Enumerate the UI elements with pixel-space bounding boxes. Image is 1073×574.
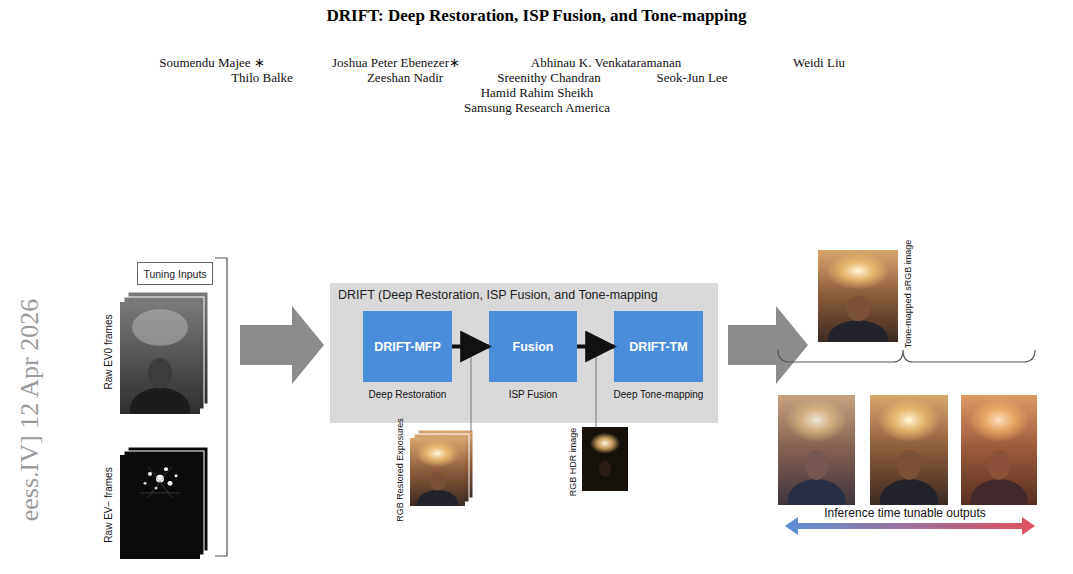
pipeline-group: DRIFT (Deep Restoration, ISP Fusion, and… xyxy=(330,283,718,423)
image-label: RGB HDR image xyxy=(568,428,578,497)
flow-arrow xyxy=(240,306,324,384)
raw-frame xyxy=(120,302,200,432)
leader-line xyxy=(471,346,472,432)
flow-connector xyxy=(452,345,489,349)
hdr-image xyxy=(582,427,628,491)
image-label: Raw EV− frames xyxy=(103,467,114,542)
restored-image xyxy=(410,438,465,517)
process-box: DRIFT-TMDeep Tone-mapping xyxy=(614,311,703,382)
node-caption: Deep Restoration xyxy=(369,389,447,400)
image-label: RGB Restored Exposures xyxy=(395,418,405,522)
flow-arrow xyxy=(728,306,808,384)
node-label: Tuning Inputs xyxy=(143,268,206,280)
author-name: Soumendu Majee ∗ xyxy=(159,55,265,71)
flow-connector xyxy=(577,345,614,349)
tuned-image xyxy=(870,395,948,523)
leader-line xyxy=(596,346,597,427)
paper-title: DRIFT: Deep Restoration, ISP Fusion, and… xyxy=(0,6,1073,26)
author-name: Abhinau K. Venkataramanan xyxy=(531,55,681,71)
author-name: Weidi Liu xyxy=(793,55,845,71)
input-bracket xyxy=(215,258,227,556)
author-name: Thilo Balke xyxy=(231,70,293,86)
process-box: FusionISP Fusion xyxy=(489,311,577,382)
author-name: Zeeshan Nadir xyxy=(367,70,443,86)
author-name: Joshua Peter Ebenezer∗ xyxy=(332,55,460,71)
axis-label: Inference time tunable outputs xyxy=(824,506,985,520)
node-caption: ISP Fusion xyxy=(509,389,558,400)
node-label: Fusion xyxy=(513,340,554,354)
node-label: DRIFT (Deep Restoration, ISP Fusion, and… xyxy=(338,288,658,302)
arxiv-watermark: eess.IV] 12 Apr 2026 xyxy=(15,299,45,521)
input-box: Tuning Inputs xyxy=(137,262,213,285)
output-image xyxy=(818,250,898,357)
affiliation: Samsung Research America xyxy=(464,100,610,116)
image-label: Tone-mapped sRGB image xyxy=(903,240,913,349)
tuned-image xyxy=(778,395,855,523)
raw-frame xyxy=(120,455,200,559)
process-box: DRIFT-MFPDeep Restoration xyxy=(363,311,452,382)
output-brace xyxy=(778,350,1035,362)
image-label: Raw EV0 frames xyxy=(103,314,114,389)
author-name: Sreenithy Chandran xyxy=(497,70,601,86)
node-label: DRIFT-MFP xyxy=(374,340,441,354)
author-name: Hamid Rahim Sheikh xyxy=(481,85,594,101)
node-label: DRIFT-TM xyxy=(629,340,687,354)
node-caption: Deep Tone-mapping xyxy=(614,389,704,400)
author-name: Seok-Jun Lee xyxy=(656,70,727,86)
tuned-image xyxy=(961,395,1037,523)
